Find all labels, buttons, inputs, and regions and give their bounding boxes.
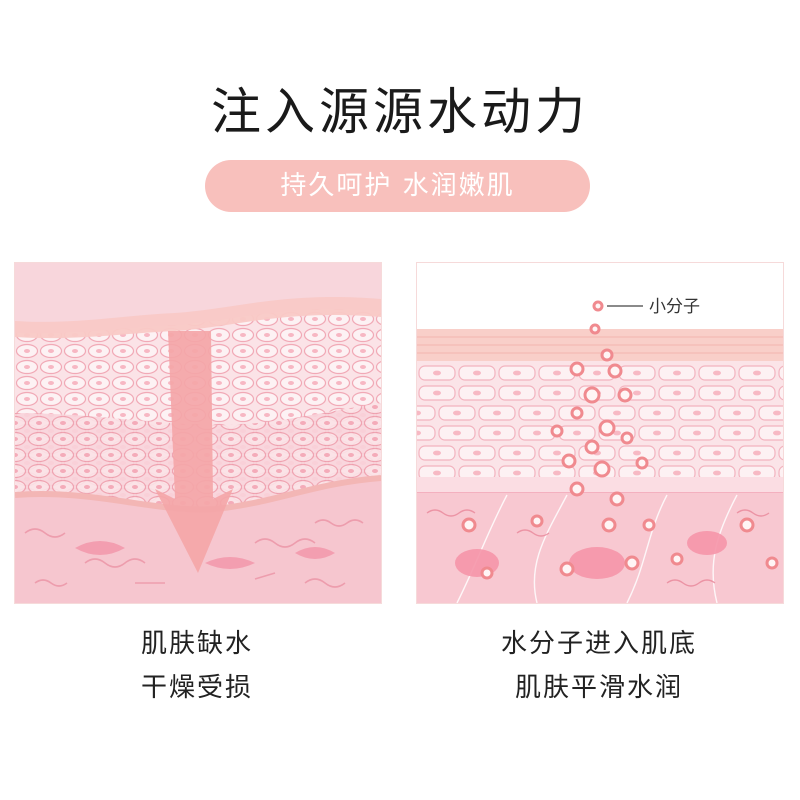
molecule-legend-icon: [592, 300, 604, 312]
dry-skin-illustration: [14, 262, 382, 604]
page-title: 注入源源水动力: [211, 83, 589, 141]
dry-skin-cross-section: [15, 263, 381, 603]
left-caption: 肌肤缺水 干燥受损: [14, 622, 380, 710]
left-caption-line2: 干燥受损: [140, 673, 253, 703]
legend-label: 小分子: [649, 297, 700, 317]
right-caption: 水分子进入肌底 肌肤平滑水润: [416, 622, 782, 710]
molecule-trail: [461, 323, 779, 580]
down-arrow-icon: [155, 331, 233, 573]
hydrated-skin-illustration: 小分子: [416, 262, 784, 604]
hydrated-skin-cross-section: 小分子: [417, 263, 783, 603]
right-caption-line2: 肌肤平滑水润: [514, 673, 683, 703]
left-caption-line1: 肌肤缺水: [140, 629, 253, 659]
subtitle-pill: 持久呵护 水润嫩肌: [205, 160, 590, 212]
right-caption-line1: 水分子进入肌底: [500, 629, 697, 659]
